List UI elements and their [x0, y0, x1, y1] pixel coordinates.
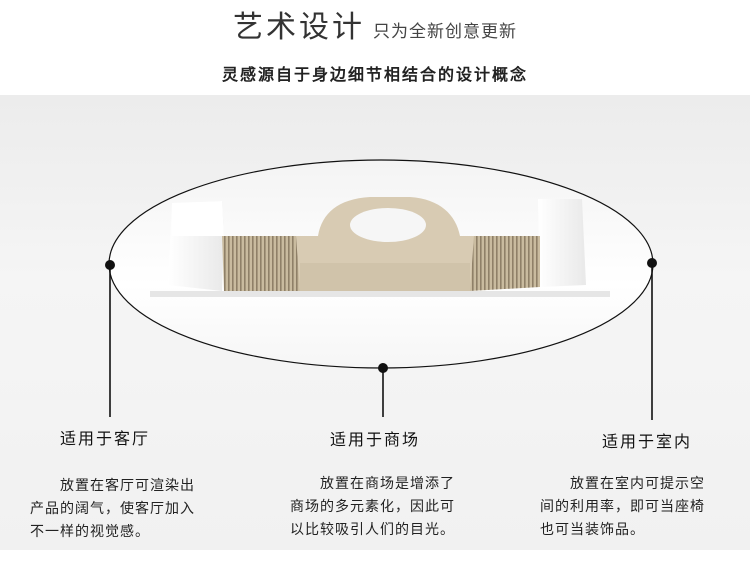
page-subtitle: 灵感源自于身边细节相结合的设计概念 [221, 65, 528, 84]
feature-desc-living-room: 放置在客厅可渲染出 产品的阔气，使客厅加入 不一样的视觉感。 [30, 478, 195, 540]
right-ribs [470, 236, 540, 291]
product-illustration [105, 159, 657, 420]
left-ribs [222, 236, 300, 291]
handle-hole [350, 208, 426, 242]
page-title: 艺术设计 [233, 10, 365, 45]
product-stool [150, 197, 610, 297]
feature-desc-indoor: 放置在室内可提示空 间的利用率，即可当座椅 也可当装饰品。 [540, 476, 705, 538]
feature-label-mall: 适用于商场 [330, 430, 421, 449]
feature-label-indoor: 适用于室内 [602, 432, 693, 451]
title-line: 艺术设计只为全新创意更新 [0, 2, 750, 46]
product-stage: 适用于客厅 适用于商场 适用于室内 放置在客厅可渲染出 产品的阔气，使客厅加入 … [0, 95, 750, 550]
header: 艺术设计只为全新创意更新 灵感源自于身边细节相结合的设计概念 [0, 0, 750, 95]
bottom-strip [0, 550, 750, 566]
page-title-sub: 只为全新创意更新 [373, 22, 517, 42]
feature-desc-mall: 放置在商场是增添了 商场的多元素化，因此可 以比较吸引人们的目光。 [290, 476, 455, 538]
feature-label-living-room: 适用于客厅 [60, 429, 151, 448]
right-white-block [538, 199, 586, 287]
